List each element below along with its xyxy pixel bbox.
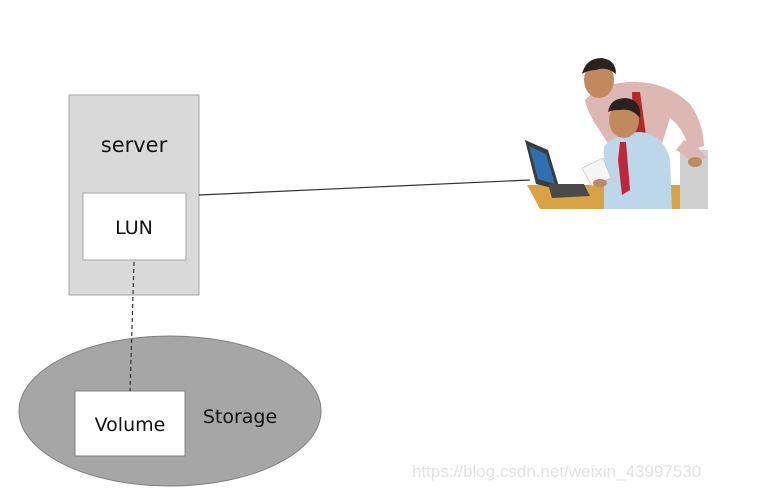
lun-label: LUN xyxy=(115,217,153,239)
watermark-text: https://blog.csdn.net/weixin_43997530 xyxy=(412,462,702,481)
seated-person-hand xyxy=(593,179,607,187)
storage-node: Storage Volume xyxy=(18,335,322,487)
server-node: server LUN xyxy=(68,94,200,296)
laptop-screen xyxy=(529,146,555,184)
lun-box xyxy=(82,192,187,261)
standing-person-face xyxy=(584,62,614,98)
seated-person-hair xyxy=(608,98,641,118)
server-label: server xyxy=(101,133,168,157)
standing-person-hand xyxy=(688,157,702,167)
laptop-base xyxy=(548,184,590,198)
server-to-users-connector xyxy=(198,179,531,196)
standing-person-hair xyxy=(582,58,616,74)
chair-shape xyxy=(680,150,708,209)
lun-volume-mapping-line xyxy=(129,261,135,392)
seated-person-tie xyxy=(618,142,630,195)
volume-label: Volume xyxy=(95,414,166,436)
business-people-at-laptop-icon xyxy=(525,58,708,209)
seated-person-shirt xyxy=(604,132,672,209)
paper-shape xyxy=(581,157,612,187)
storage-label: Storage xyxy=(203,406,277,428)
